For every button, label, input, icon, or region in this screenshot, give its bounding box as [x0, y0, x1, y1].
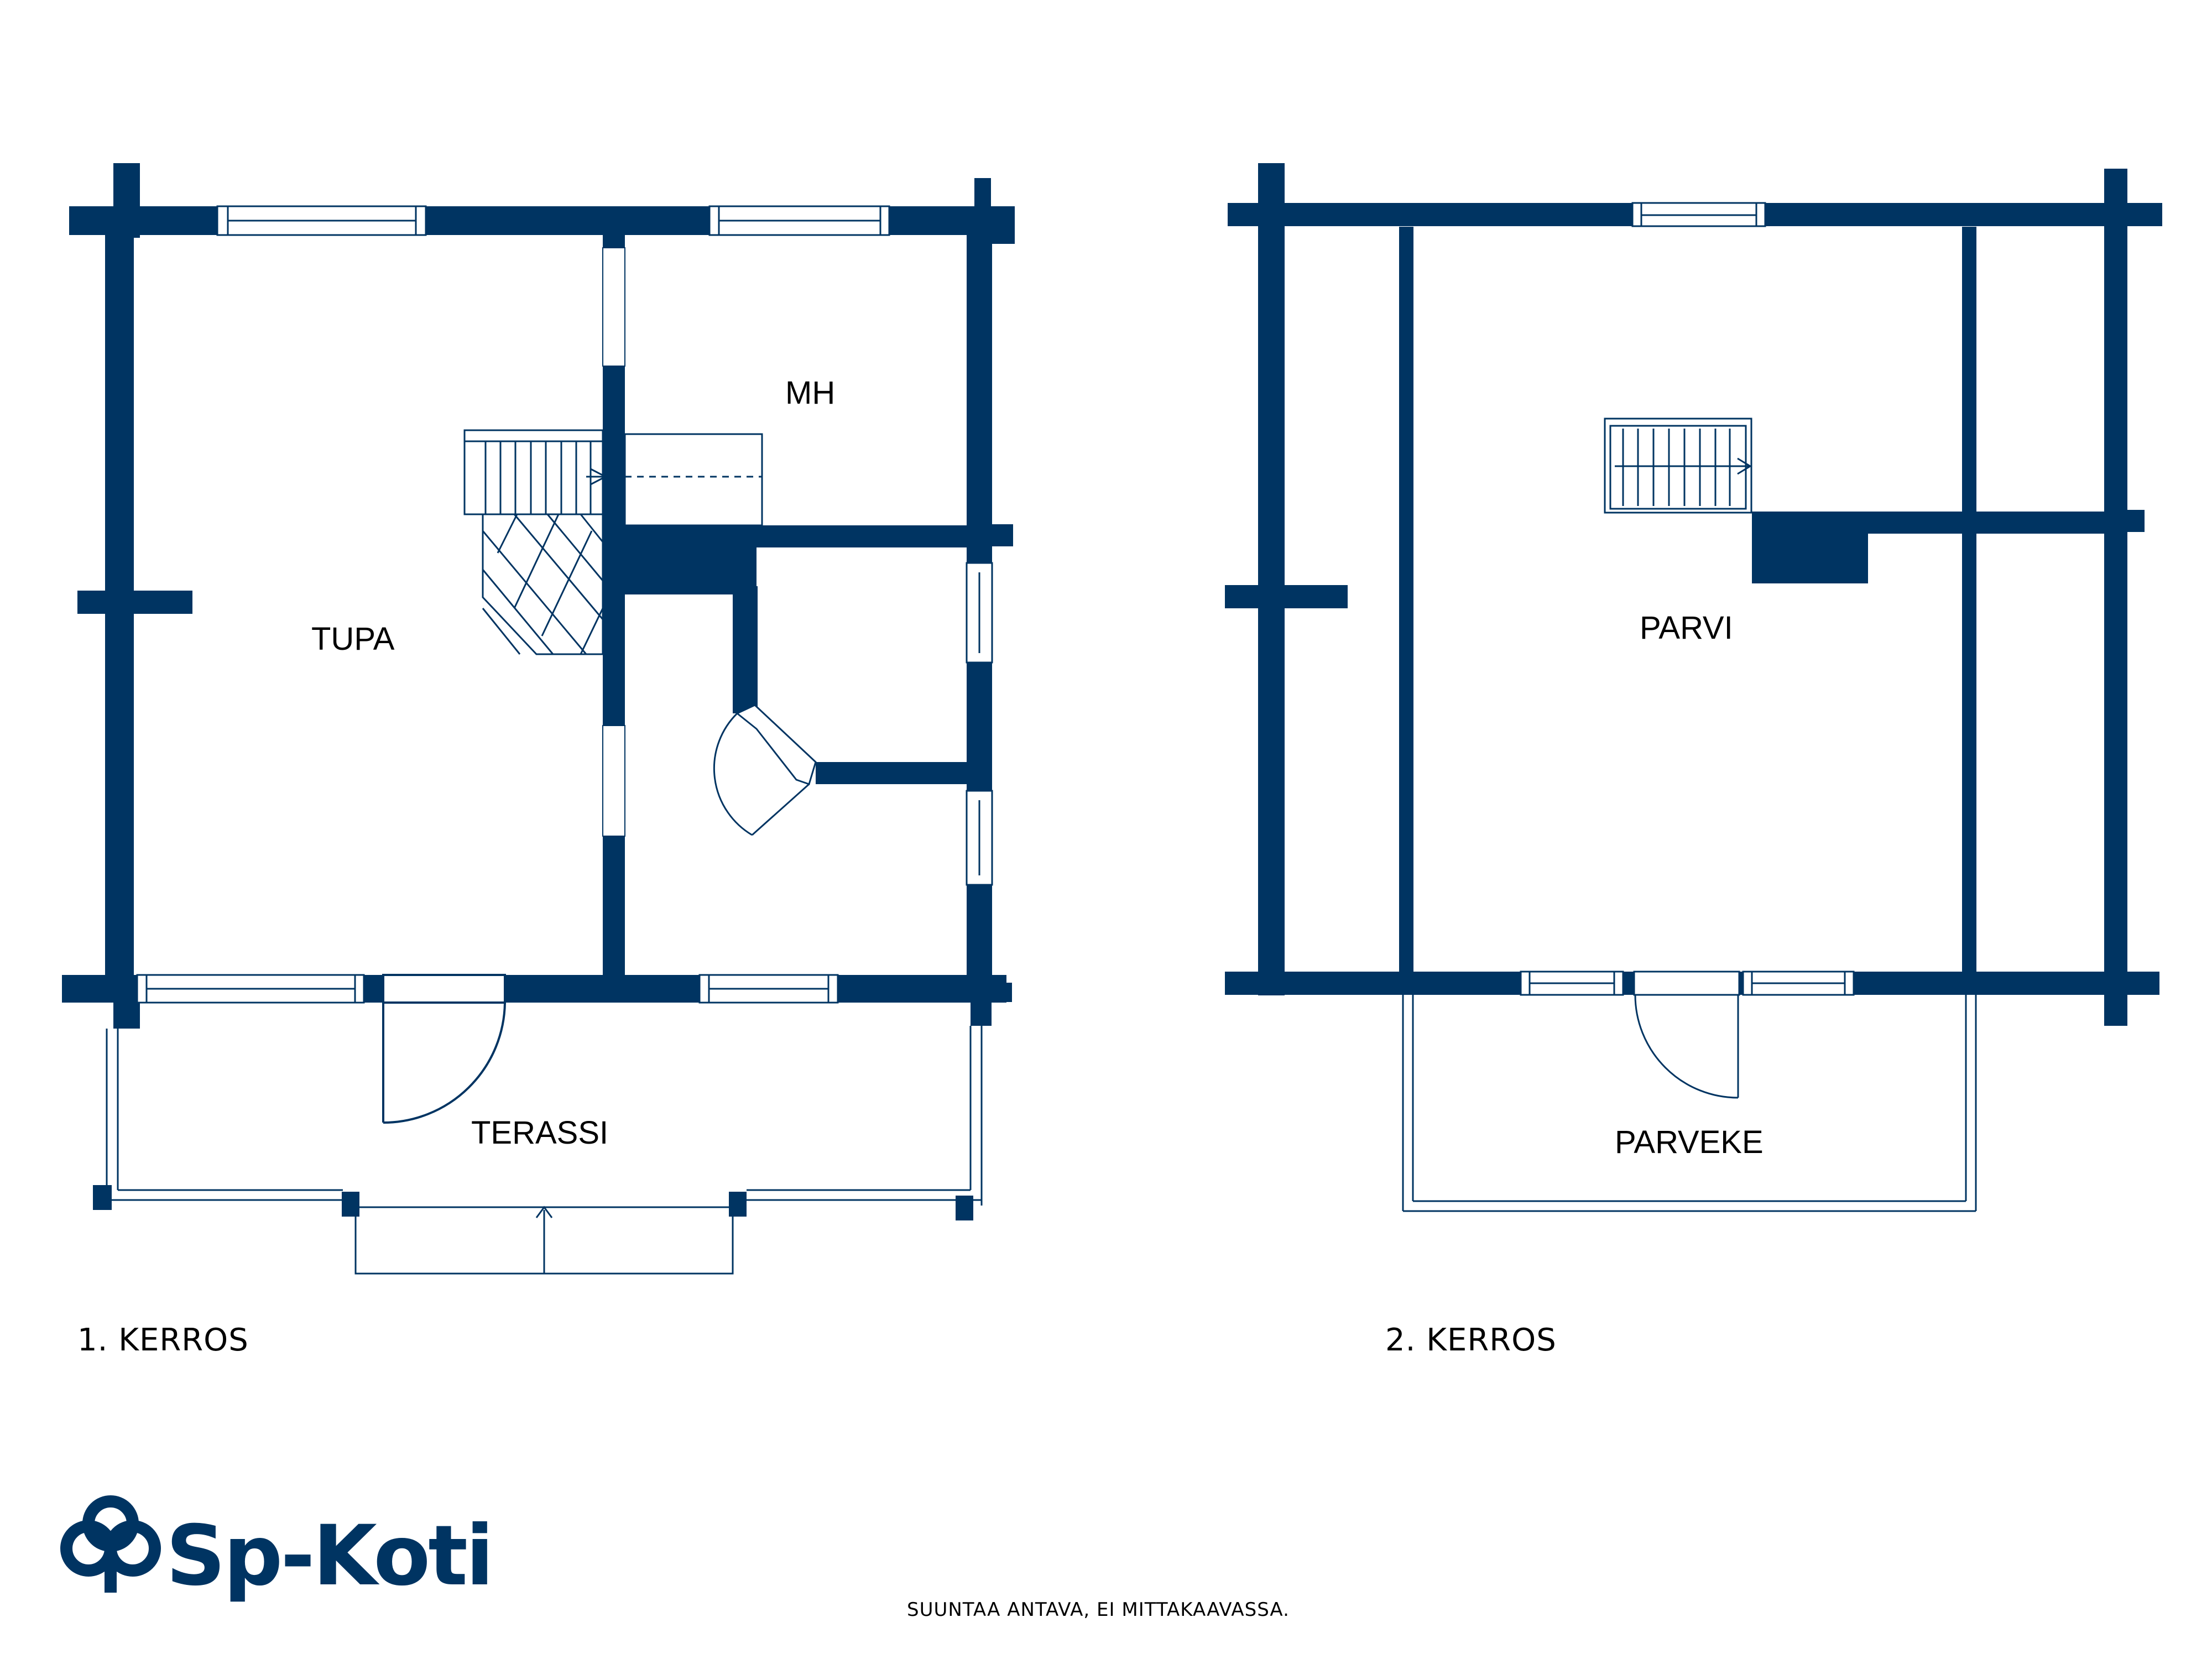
entrance-door [382, 974, 506, 1124]
disclaimer-text: SUUNTAA ANTAVA, EI MITTAKAAVASSA. [907, 1599, 1290, 1621]
mh-door [713, 704, 817, 836]
balcony [1402, 995, 1977, 1212]
floor-2-stairs [1604, 418, 1752, 514]
floor-2-label: 2. KERROS [1385, 1322, 1557, 1358]
floor-1-walls [62, 163, 1015, 1029]
sp-koti-logo: Sp-Koti [60, 1495, 494, 1604]
room-label-terassi: TERASSI [471, 1115, 608, 1151]
floor-1-stairs [463, 429, 763, 655]
room-label-mh: MH [785, 375, 835, 411]
room-label-tupa: TUPA [311, 621, 395, 657]
floor-2-walls [1225, 163, 2162, 1026]
logo-text: Sp-Koti [166, 1508, 492, 1604]
floor-2-windows [1520, 202, 1855, 996]
room-label-parveke: PARVEKE [1615, 1124, 1764, 1160]
floor-2-plan: PARVI PARVEKE 2. KERROS [1225, 163, 2162, 1358]
terrace [100, 1026, 983, 1275]
floor-1-plan: TUPA MH TERASSI 1. KERROS [62, 163, 1015, 1358]
terrace-posts [93, 1185, 973, 1220]
sp-trefoil-icon [60, 1495, 161, 1593]
room-label-parvi: PARVI [1640, 610, 1733, 646]
floor-1-windows [136, 205, 993, 1004]
balcony-door [1633, 971, 1740, 1099]
floor-1-label: 1. KERROS [77, 1322, 249, 1358]
